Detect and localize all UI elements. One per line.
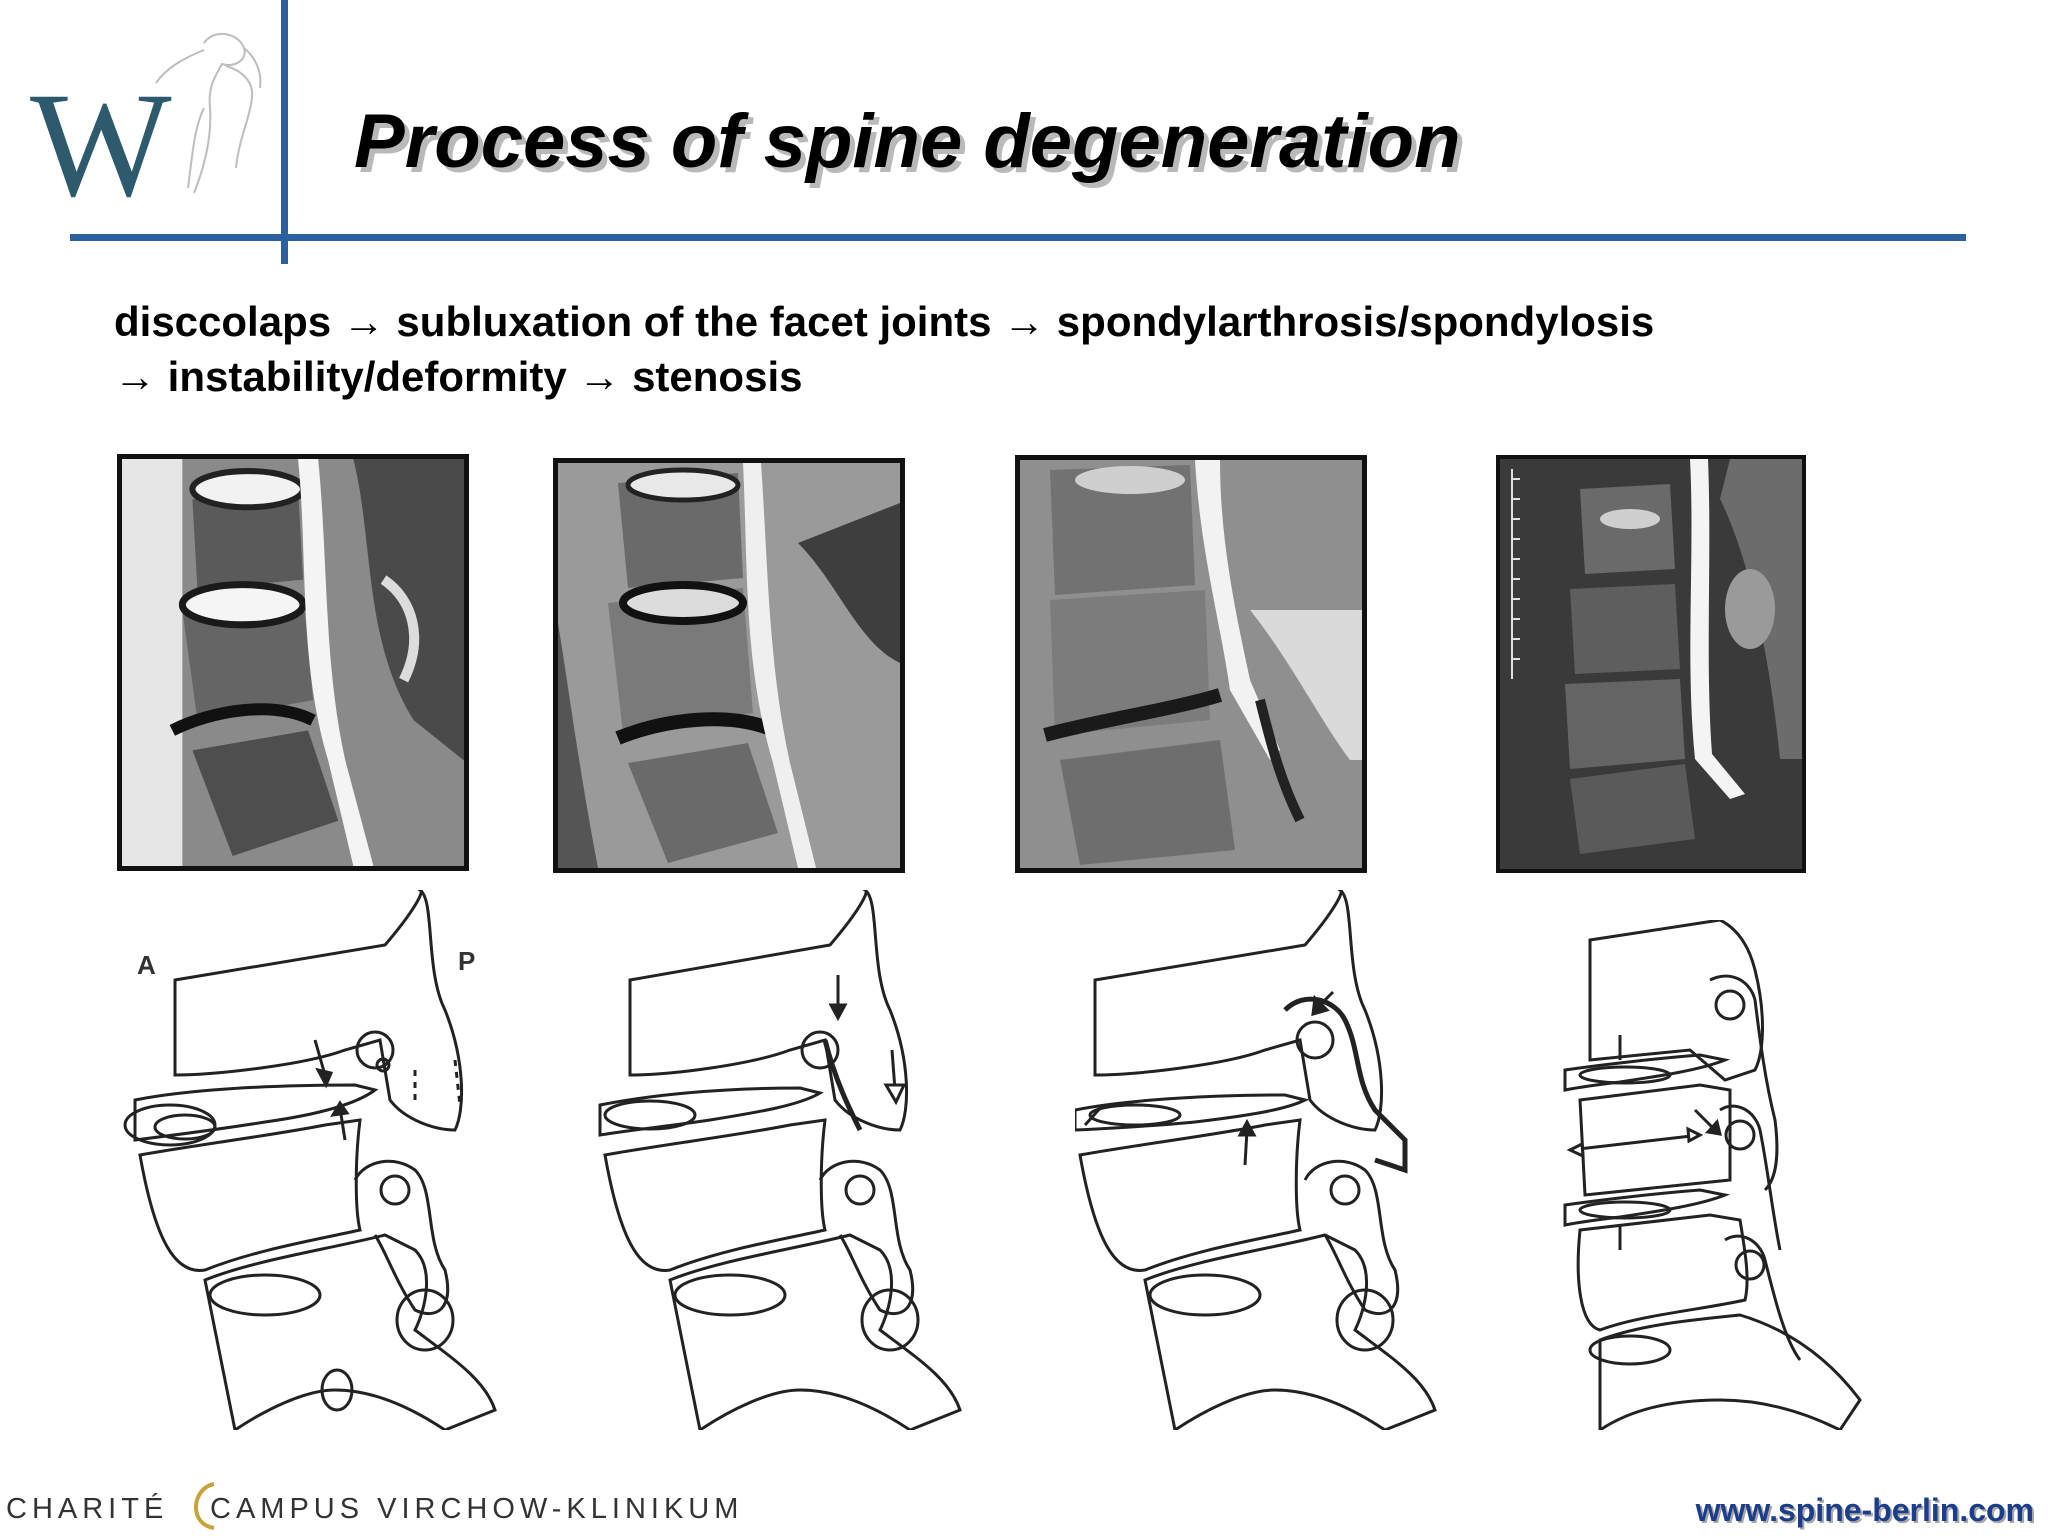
schematic-drawing-1 [123, 890, 497, 1430]
logo-figure-icon [155, 33, 262, 194]
logo-letter: W [30, 62, 172, 228]
schematic-drawing-4 [1563, 920, 1862, 1430]
mri-image-3 [1015, 455, 1367, 873]
mri-image-4 [1496, 455, 1806, 873]
footer-url-link[interactable]: www.spine-berlin.com [1695, 1492, 2034, 1528]
header-vertical-divider [281, 0, 288, 264]
footer-institution-right: CAMPUS VIRCHOW-KLINIKUM [210, 1493, 744, 1525]
process-line-2: → instability/deformity → stenosis [114, 353, 803, 400]
mri-image-1 [117, 454, 469, 871]
page-title: Process of spine degeneration [354, 99, 1461, 184]
schematic-drawing-2 [598, 890, 962, 1430]
process-line-1: disccolaps → subluxation of the facet jo… [114, 298, 1655, 345]
header-horizontal-divider [70, 234, 1966, 241]
schematic-drawing-3 [1075, 890, 1437, 1430]
logo: W [24, 28, 274, 220]
label-anterior: A [137, 950, 156, 980]
footer-institution-left: CHARITÉ [6, 1493, 169, 1525]
label-posterior: P [458, 946, 476, 976]
charite-bracket-icon [194, 1482, 215, 1530]
mri-image-2 [553, 458, 905, 873]
